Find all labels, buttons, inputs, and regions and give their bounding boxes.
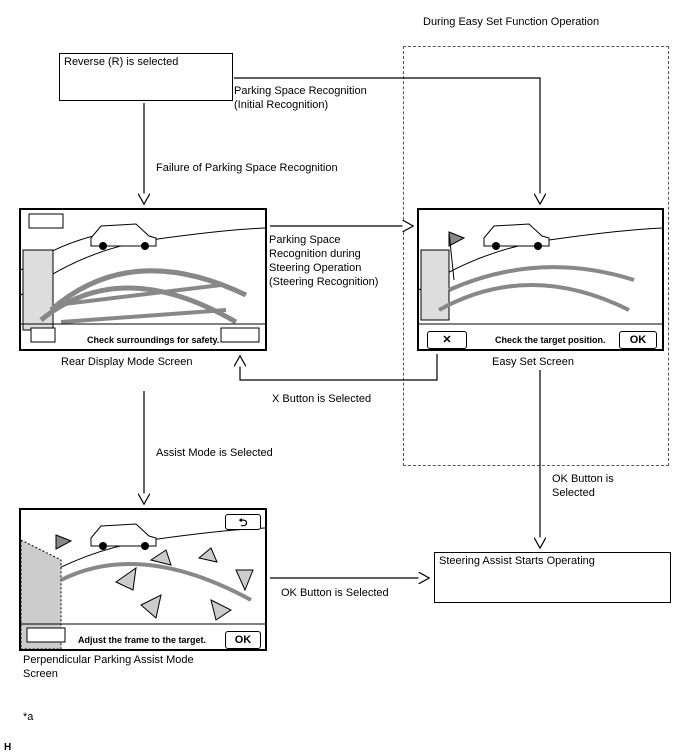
easy-set-caption: Easy Set Screen	[492, 356, 574, 368]
rear-display-camera-view	[21, 213, 265, 343]
footnote-a: *a	[23, 711, 34, 723]
perpendicular-caption: Perpendicular Parking Assist Mode Screen	[23, 654, 194, 680]
assist-selected-label: Assist Mode is Selected	[156, 447, 273, 459]
easy-set-region	[403, 46, 669, 466]
ok-selected-right-label: OK Button is Selected	[552, 473, 614, 499]
assist-screen: ⮌ Adjust the frame to the target. OK	[19, 508, 267, 651]
ok-selected-bottom-label: OK Button is Selected	[281, 587, 389, 599]
x-selected-label: X Button is Selected	[272, 393, 372, 405]
car-icon	[90, 523, 157, 550]
easy-set-header: During Easy Set Function Operation	[423, 16, 600, 28]
reverse-selected-box: Reverse (R) is selected	[59, 53, 233, 101]
flag-icon	[448, 231, 466, 247]
rear-display-message: Check surroundings for safety.	[87, 335, 220, 345]
easy-set-message: Check the target position.	[495, 335, 606, 345]
car-icon	[483, 223, 550, 250]
corner-h: H	[4, 742, 12, 753]
assist-ok-button[interactable]: OK	[225, 631, 261, 649]
steering-assist-label: Steering Assist Starts Operating	[439, 555, 595, 567]
assist-message: Adjust the frame to the target.	[78, 635, 207, 645]
flag-icon	[55, 534, 73, 550]
easy-set-camera-view	[419, 223, 662, 325]
assist-camera-view	[21, 523, 265, 649]
steering-recognition-label: Parking Space Recognition during Steerin…	[269, 234, 379, 288]
failure-label: Failure of Parking Space Recognition	[156, 162, 338, 174]
rear-display-caption: Rear Display Mode Screen	[61, 356, 193, 368]
ok-button[interactable]: OK	[619, 331, 657, 349]
reverse-selected-label: Reverse (R) is selected	[64, 56, 179, 68]
initial-recognition-label: Parking Space Recognition (Initial Recog…	[234, 85, 367, 111]
arrow-start-to-easyset	[234, 77, 540, 203]
arrow-x-to-rear	[240, 354, 438, 381]
rear-display-screen: Check surroundings for safety.	[19, 208, 267, 351]
back-button[interactable]: ⮌	[225, 514, 261, 530]
steering-assist-box: Steering Assist Starts Operating	[434, 552, 671, 603]
easy-set-screen: ✕ Check the target position. OK	[417, 208, 664, 351]
adjust-arrows	[115, 547, 254, 621]
car-icon	[90, 223, 157, 250]
x-button[interactable]: ✕	[427, 331, 467, 349]
